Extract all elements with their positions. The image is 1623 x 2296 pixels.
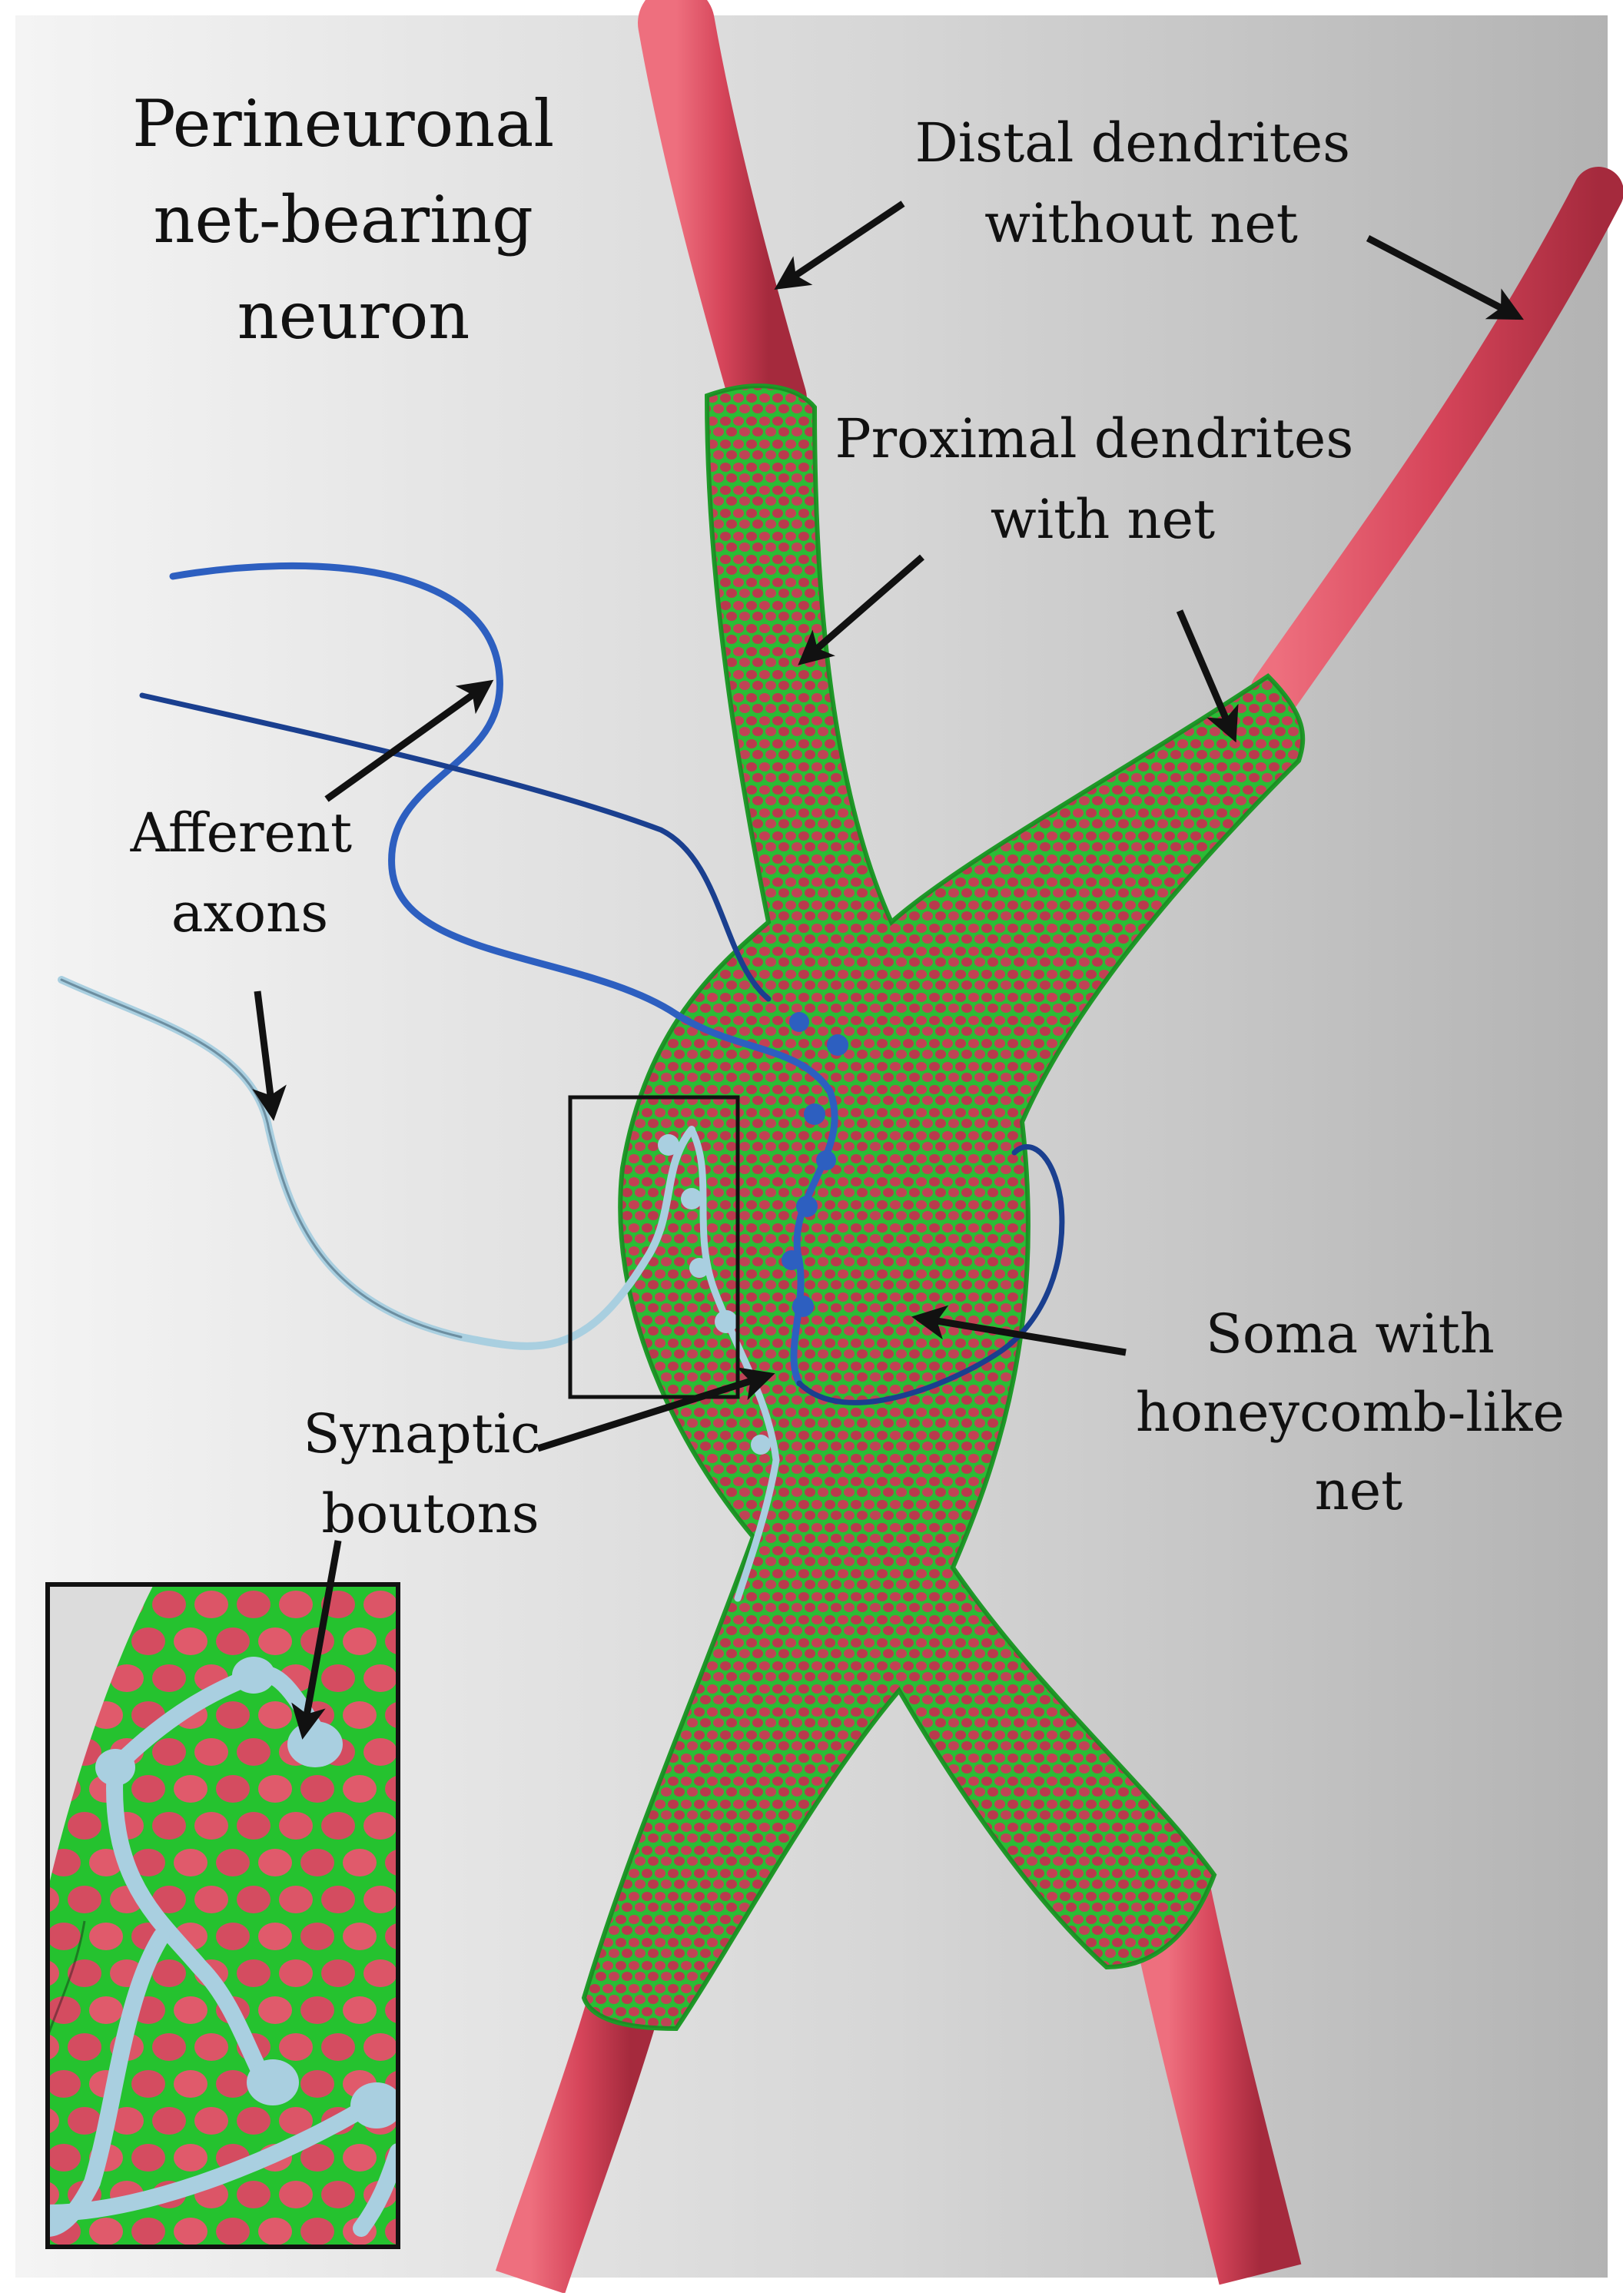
arrow-icon bbox=[252, 990, 287, 1121]
label-soma: Soma with honeycomb-like net bbox=[1136, 1302, 1582, 1522]
label-synaptic-boutons: Synaptic boutons bbox=[303, 1402, 557, 1545]
arrow-icon bbox=[324, 679, 494, 802]
arrow-icon bbox=[1176, 609, 1239, 743]
label-proximal-dendrites: Proximal dendrites with net bbox=[835, 407, 1370, 551]
arrow-icon bbox=[291, 1540, 342, 1740]
arrow-icon bbox=[911, 1305, 1127, 1356]
arrow-icon bbox=[536, 1367, 775, 1452]
title-line-2: net-bearing bbox=[153, 182, 533, 257]
pointer-arrows bbox=[252, 201, 1524, 1740]
arrow-icon bbox=[1366, 235, 1524, 320]
label-distal-dendrites: Distal dendrites without net bbox=[915, 111, 1368, 255]
inset-magnified-view bbox=[45, 1582, 400, 2249]
arrow-icon bbox=[798, 554, 924, 665]
distal-dendrites bbox=[495, 0, 1623, 2294]
label-afferent-axons: Afferent axons bbox=[130, 801, 370, 944]
neuron-body-with-net bbox=[581, 383, 1306, 2032]
title-line-3: neuron bbox=[237, 278, 470, 353]
inset-source-frame bbox=[568, 1095, 740, 1399]
afferent-axons bbox=[58, 562, 1065, 1602]
title-line-1: Perineuronal bbox=[132, 86, 554, 161]
arrow-icon bbox=[774, 201, 905, 290]
diagram-title: Perineuronal net-bearing neuron bbox=[132, 86, 575, 353]
